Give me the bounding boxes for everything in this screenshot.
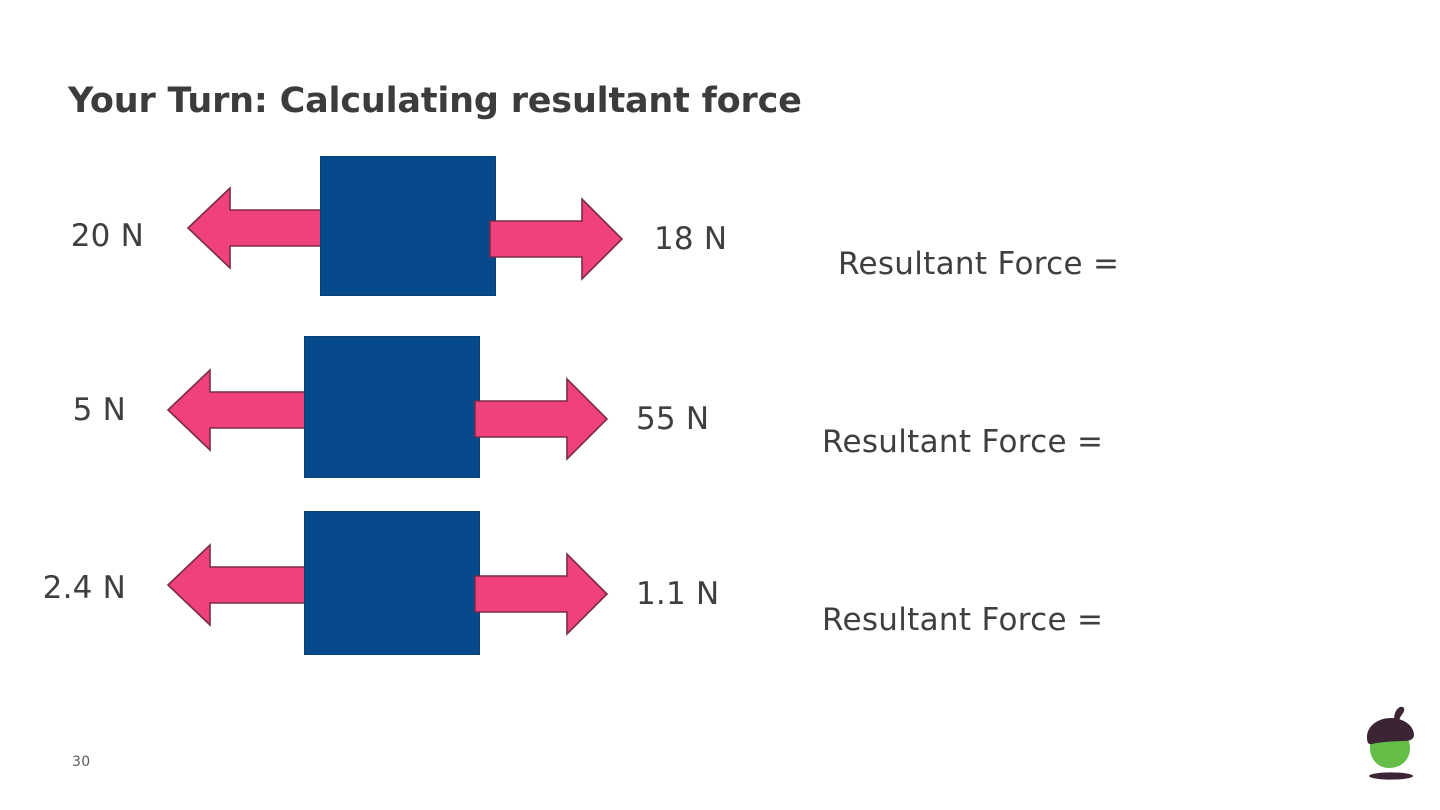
left-arrow-row-3 [166,543,309,627]
page-title: Your Turn: Calculating resultant force [68,81,802,121]
object-block-row-2 [304,336,480,478]
force-diagram-row-3: 2.4 N 1.1 N [0,503,780,663]
left-force-label-row-2: 5 N [72,392,126,428]
right-force-label-row-3: 1.1 N [636,576,720,612]
left-arrow-row-1 [186,186,329,270]
right-force-label-row-1: 18 N [654,221,728,257]
left-force-label-row-1: 20 N [70,218,144,254]
page-number: 30 [72,754,91,770]
object-block-row-1 [320,156,496,296]
force-diagram-row-2: 5 N 55 N [0,328,780,488]
force-diagram-row-1: 20 N 18 N [0,148,780,308]
resultant-force-prompt-row-2: Resultant Force = [822,424,1104,460]
right-arrow-row-2 [474,377,609,461]
resultant-force-prompt-row-1: Resultant Force = [838,246,1120,282]
right-arrow-row-1 [489,197,624,281]
right-force-label-row-2: 55 N [636,401,710,437]
left-arrow-row-2 [166,368,309,452]
resultant-force-prompt-row-3: Resultant Force = [822,602,1104,638]
acorn-logo-icon [1367,706,1414,780]
object-block-row-3 [304,511,480,655]
right-arrow-row-3 [474,552,609,636]
left-force-label-row-3: 2.4 N [42,570,126,606]
